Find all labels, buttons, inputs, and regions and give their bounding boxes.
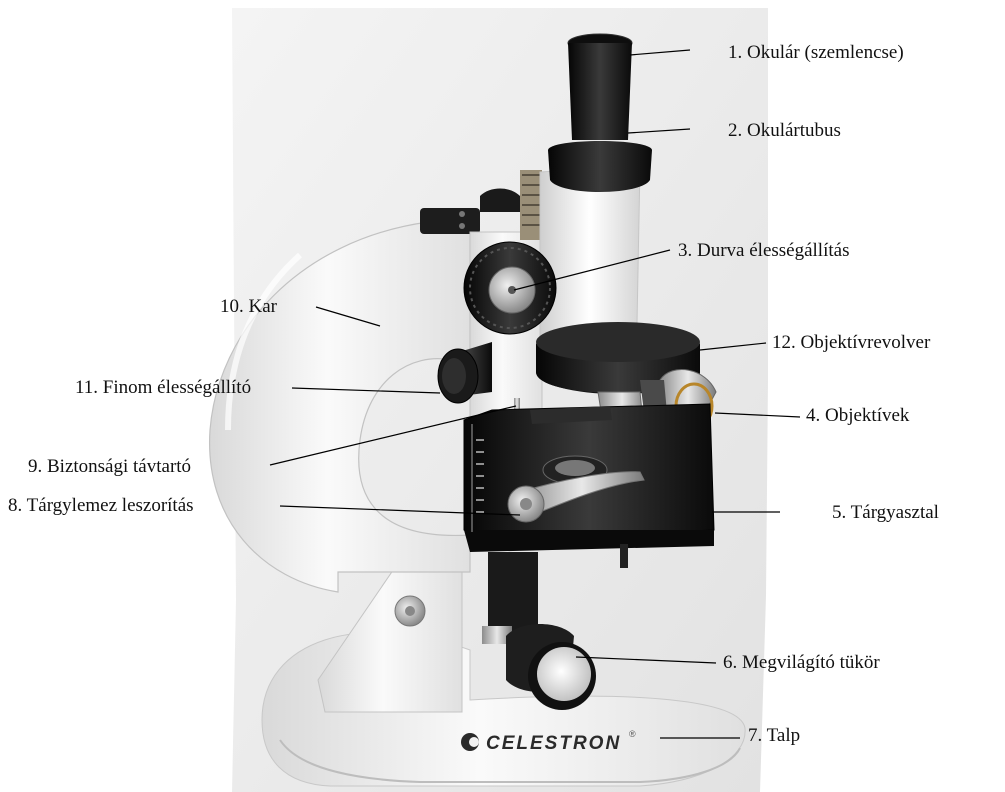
label-coarse-focus: 3. Durva élességállítás bbox=[678, 240, 849, 262]
brand-text: CELESTRON bbox=[486, 733, 621, 754]
label-slide-clip: 8. Tárgylemez leszorítás bbox=[8, 495, 194, 517]
label-eyepiece: 1. Okulár (szemlencse) bbox=[728, 42, 904, 64]
label-nosepiece: 12. Objektívrevolver bbox=[772, 332, 930, 354]
label-arm: 10. Kar bbox=[220, 296, 277, 318]
label-mirror: 6. Megvilágító tükör bbox=[723, 652, 880, 674]
label-objectives: 4. Objektívek bbox=[806, 405, 909, 427]
label-eyepiece-tube: 2. Okulártubus bbox=[728, 120, 841, 142]
coarse-focus-knob bbox=[464, 242, 556, 334]
label-base: 7. Talp bbox=[748, 725, 800, 747]
label-safety-spacer: 9. Biztonsági távtartó bbox=[28, 456, 191, 478]
label-stage: 5. Tárgyasztal bbox=[832, 502, 939, 524]
label-fine-focus: 11. Finom élességállító bbox=[75, 377, 251, 399]
brand-trademark: ® bbox=[629, 729, 636, 739]
